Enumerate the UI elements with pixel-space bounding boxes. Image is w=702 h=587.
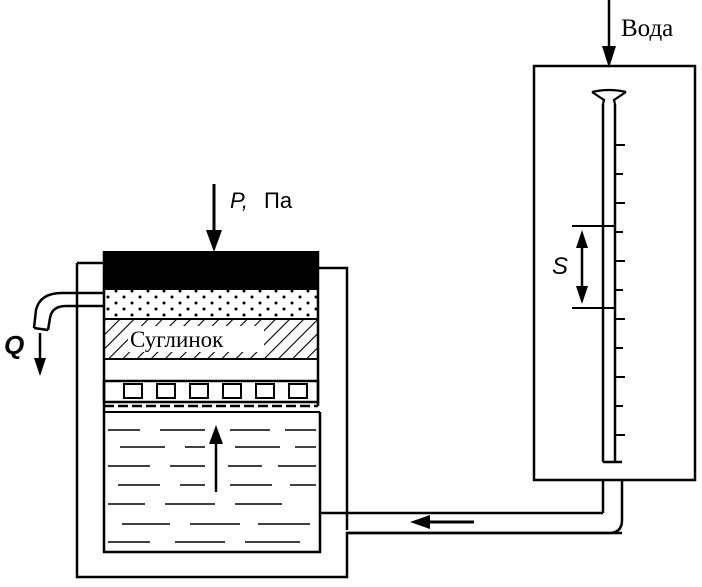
upward-flow-arrow <box>209 425 223 492</box>
sample-cell: Суглинок <box>102 251 320 413</box>
scale-ticks <box>615 144 625 436</box>
load-plate <box>104 251 318 289</box>
loam-label-box <box>128 326 264 352</box>
outflow-arrow <box>34 333 46 376</box>
soil-label: Суглинок <box>130 327 224 352</box>
sand-layer <box>103 288 319 320</box>
filter-layer <box>103 358 319 382</box>
pressure-label-unit: Па <box>264 188 293 213</box>
drop-arrow-up <box>576 230 588 248</box>
pressure-arrow <box>206 184 222 252</box>
standpipe-tube <box>601 104 622 464</box>
perforations <box>123 383 308 399</box>
outlet-spout <box>32 291 104 332</box>
drop-label: S <box>552 253 568 280</box>
flow-label: Q <box>4 330 24 360</box>
pressure-label-symbol: P, <box>230 188 248 213</box>
drop-arrow-down <box>576 286 588 304</box>
pipe-flow-arrow <box>410 515 474 529</box>
funnel <box>591 88 627 105</box>
water-chamber <box>108 429 316 543</box>
water-label: Вода <box>621 15 673 42</box>
drop-measurement <box>572 225 614 309</box>
water-inlet-arrow <box>602 0 616 68</box>
